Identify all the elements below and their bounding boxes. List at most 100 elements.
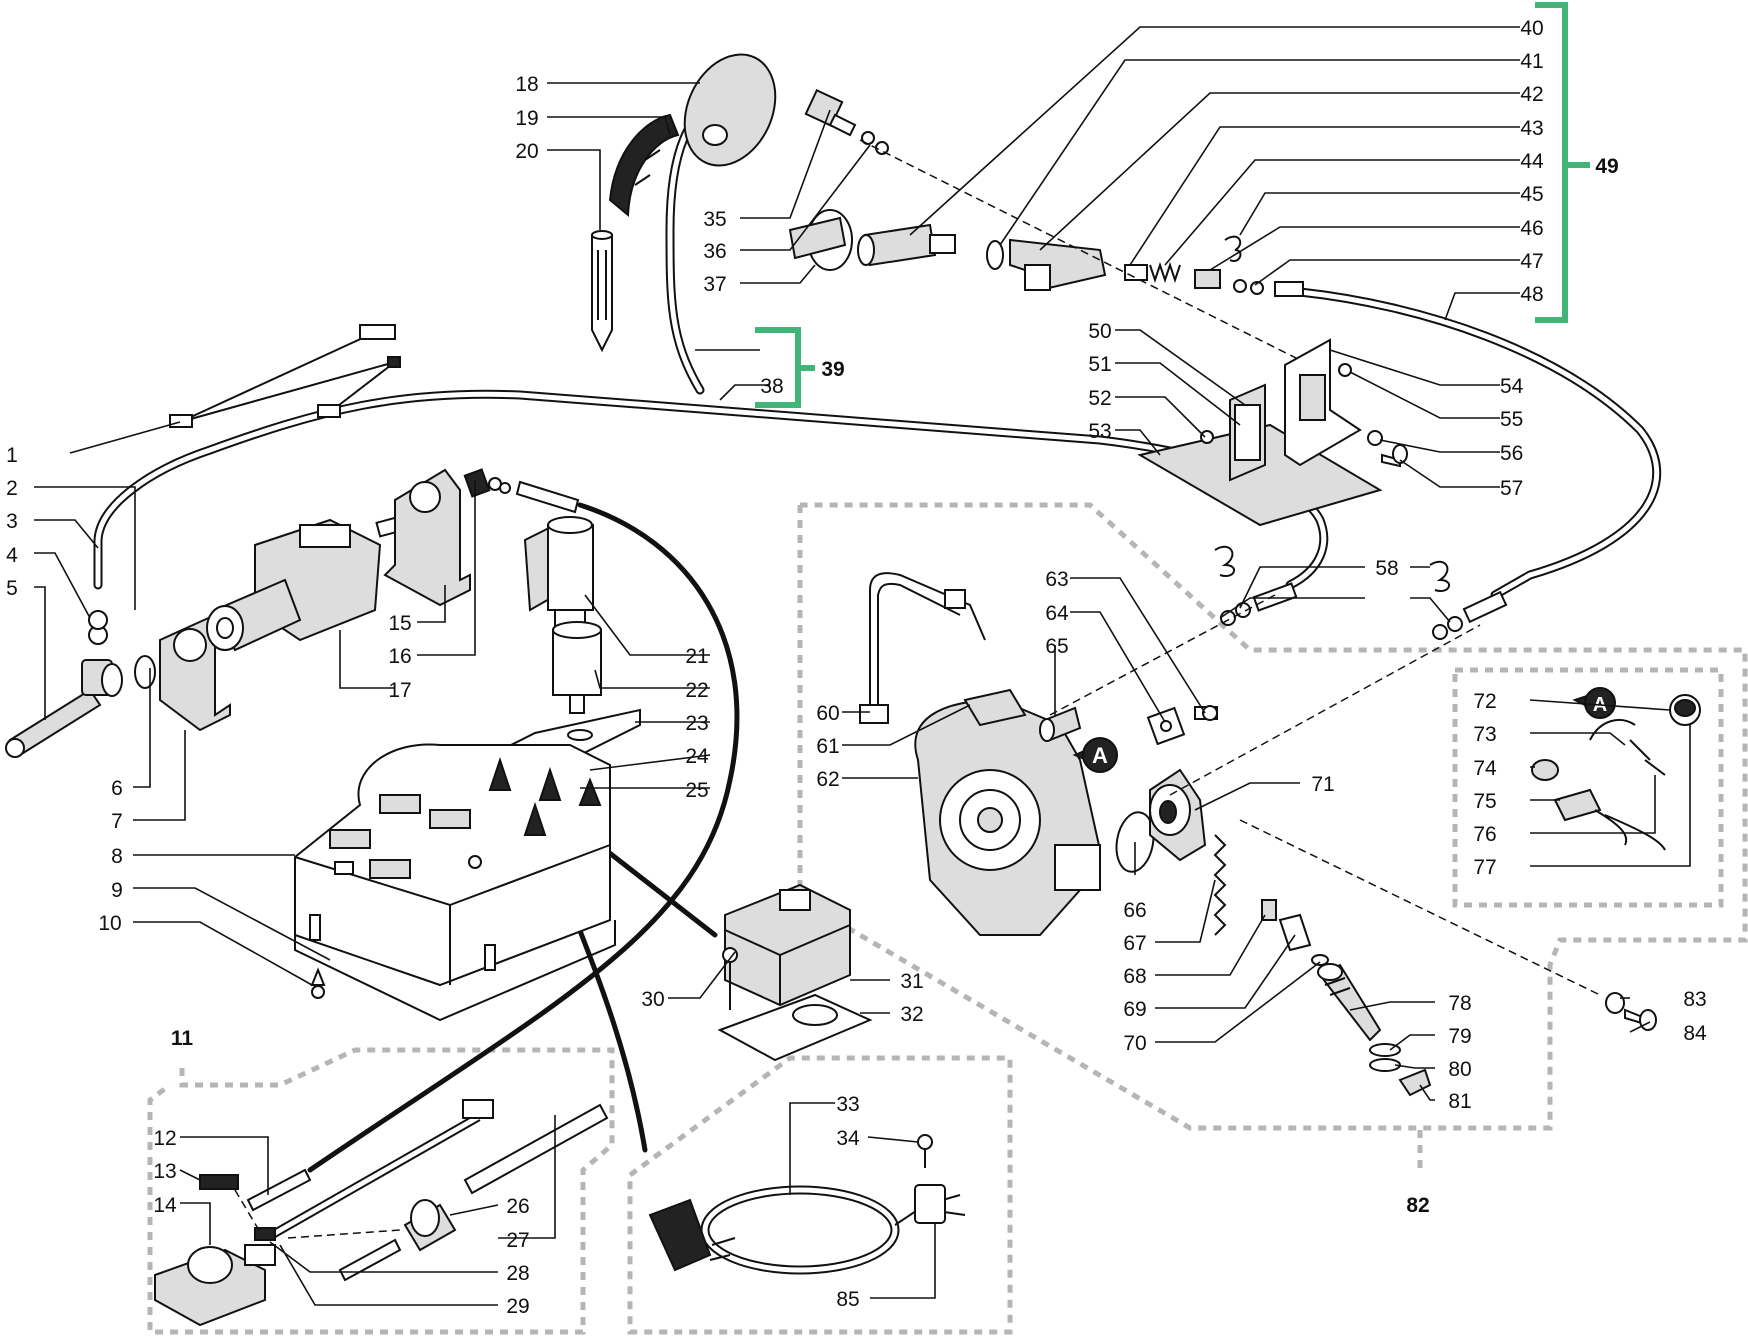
clips-58: [1214, 545, 1508, 640]
screw-10: [310, 967, 326, 999]
part-label-21: 21: [685, 645, 708, 668]
fittings-46-48: [1194, 269, 1304, 297]
part-label-31: 31: [900, 970, 923, 993]
part-label-9: 9: [111, 879, 123, 902]
part-label-37: 37: [703, 273, 726, 296]
part-label-23: 23: [685, 712, 708, 735]
knob-37: [788, 209, 853, 271]
part-label-78: 78: [1448, 992, 1471, 1015]
part-label-58: 58: [1375, 557, 1398, 580]
part-label-50: 50: [1088, 320, 1111, 343]
part-label-63: 63: [1045, 568, 1068, 591]
part-label-36: 36: [703, 240, 726, 263]
part-label-76: 76: [1473, 823, 1496, 846]
part-label-3: 3: [6, 510, 18, 533]
part-label-62: 62: [816, 768, 839, 791]
part-label-51: 51: [1088, 353, 1111, 376]
part-label-14: 14: [153, 1194, 177, 1217]
part-label-85: 85: [836, 1288, 859, 1311]
power-cord-33: [648, 1185, 966, 1275]
pump-head-71: [1149, 768, 1207, 862]
part-label-2: 2: [6, 477, 18, 500]
part-label-42: 42: [1520, 83, 1543, 106]
view-marker-text: A: [1092, 743, 1108, 768]
leader-lines: [34, 26, 1691, 1306]
wire-12-connector: [254, 1099, 494, 1241]
part-label-1: 1: [6, 444, 18, 467]
part-label-48: 48: [1520, 283, 1543, 306]
wire-harness-1: [169, 324, 401, 428]
part-label-30: 30: [641, 988, 664, 1011]
control-box-8: [294, 743, 611, 987]
part-label-35: 35: [703, 208, 726, 231]
screw-34: [917, 1134, 933, 1168]
part-label-5: 5: [6, 577, 18, 600]
part-label-40: 40: [1520, 17, 1543, 40]
parts-68-70: [1261, 899, 1329, 966]
part-label-57: 57: [1500, 477, 1523, 500]
part-label-46: 46: [1520, 217, 1543, 240]
bracket-19: [608, 113, 680, 218]
part-label-27: 27: [506, 1229, 529, 1252]
part-label-34: 34: [836, 1127, 860, 1150]
cable-clamp-85: [914, 1184, 946, 1224]
part-labels: 1 2 3 4 5 6 7 8 9 10 12 13 14 15 16 17 1…: [6, 17, 1707, 1318]
long-tube-3: [93, 389, 1329, 590]
part-label-83: 83: [1683, 988, 1706, 1011]
part-label-77: 77: [1473, 856, 1496, 879]
heater-21: [523, 516, 594, 631]
heater-22: [552, 621, 602, 714]
clip-13: [199, 1174, 239, 1190]
part-label-17: 17: [388, 679, 411, 702]
part-label-26: 26: [506, 1195, 529, 1218]
part-label-33: 33: [836, 1093, 859, 1116]
part-label-10: 10: [98, 912, 121, 935]
bracket-49: [1535, 2, 1590, 323]
part-label-4: 4: [6, 544, 18, 567]
pressure-switch-14: [154, 1244, 276, 1327]
screw-83-84: [1605, 992, 1657, 1031]
part-label-41: 41: [1520, 50, 1543, 73]
microswitch-51: [1229, 383, 1266, 482]
base-plate-9: [294, 914, 616, 1022]
part-label-81: 81: [1448, 1090, 1471, 1113]
inlet-valve-5: [5, 610, 156, 758]
part-label-18: 18: [515, 73, 538, 96]
part-label-12: 12: [153, 1127, 176, 1150]
part-label-60: 60: [816, 702, 839, 725]
valve-body-40: [857, 223, 956, 267]
part-label-67: 67: [1123, 932, 1146, 955]
part-label-66: 66: [1123, 899, 1146, 922]
part-label-29: 29: [506, 1295, 529, 1318]
tube-12: [246, 1168, 312, 1212]
group-box-view-a: [1452, 667, 1724, 908]
screws-52-55-57: [1200, 363, 1408, 468]
part-label-25: 25: [685, 779, 708, 802]
part-label-56: 56: [1500, 442, 1523, 465]
part-label-20: 20: [515, 140, 538, 163]
group-label-11: 11: [171, 1027, 194, 1050]
fitting-65: [1039, 706, 1082, 742]
part-label-71: 71: [1311, 773, 1334, 796]
group-label-82: 82: [1406, 1194, 1429, 1217]
part-label-8: 8: [111, 845, 123, 868]
part-label-65: 65: [1045, 635, 1068, 658]
screw-30: [722, 947, 738, 1010]
view-a-detail: A: [1531, 687, 1701, 851]
bracket-39: [755, 327, 815, 408]
bracket-54: [1284, 338, 1362, 467]
part-label-43: 43: [1520, 117, 1543, 140]
part-label-7: 7: [111, 810, 123, 833]
part-label-6: 6: [111, 777, 123, 800]
group-label-49: 49: [1595, 155, 1618, 178]
connector-35-36: [804, 88, 889, 155]
pump-17: [206, 516, 401, 652]
valve-41-42: [986, 238, 1107, 292]
part-label-54: 54: [1500, 375, 1524, 398]
part-label-45: 45: [1520, 183, 1543, 206]
group-box-11: [147, 1047, 615, 1335]
part-label-53: 53: [1088, 420, 1111, 443]
tool-20: [591, 230, 613, 353]
pump-housing-62: [914, 688, 1102, 936]
part-label-80: 80: [1448, 1058, 1471, 1081]
